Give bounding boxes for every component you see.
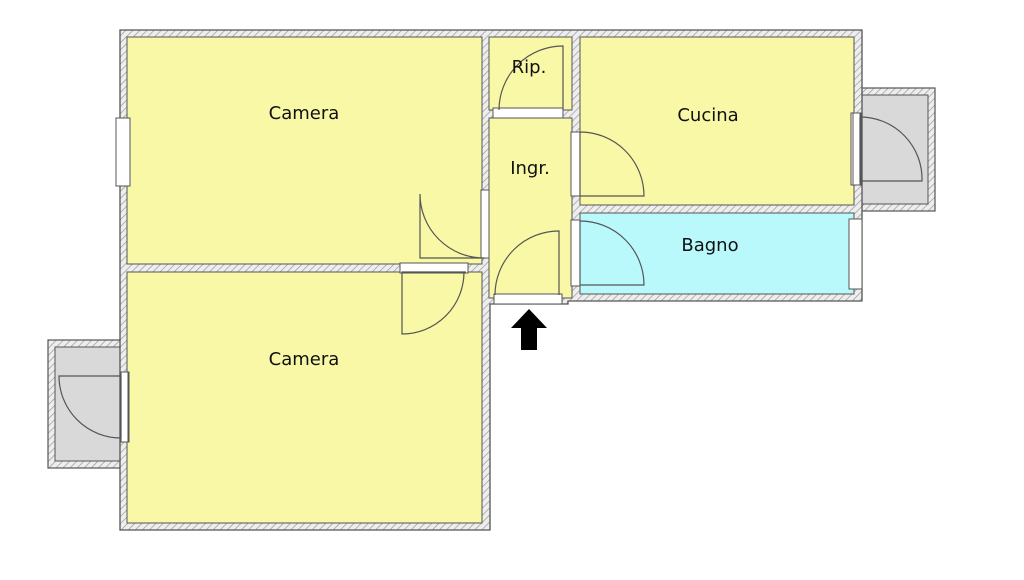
room-ingresso [488,117,573,299]
doors [58,45,923,439]
opening-cucina [570,131,581,197]
label-camera-top: Camera [269,103,340,124]
door-balcony-left [58,375,122,439]
balcony-right-floor [859,94,929,205]
label-ripostiglio: Rip. [512,57,547,78]
arrow-up-icon [511,309,547,350]
room-ripostiglio [488,36,573,111]
opening-bagno [570,219,581,287]
door-balcony-right [859,116,923,182]
door-camera-top [419,193,485,259]
opening-rip [492,107,564,119]
door-bagno [579,220,645,286]
window-camera-top [115,117,131,187]
opening-balcony-right [852,112,861,186]
room-labels: Camera Camera Rip. Ingr. Cucina Bagno [269,57,739,370]
label-cucina: Cucina [677,105,738,126]
windows [115,107,863,443]
room-camera-top [126,36,483,265]
opening-balcony-left [120,371,129,443]
door-camera-bottom [401,271,466,335]
room-cucina [579,36,855,206]
door-cucina [579,131,645,197]
window-bagno [848,218,863,290]
label-ingresso: Ingr. [510,158,550,179]
label-bagno: Bagno [681,235,738,256]
opening-camera-top [480,189,490,259]
opening-camera-bottom [399,262,469,274]
label-camera-bottom: Camera [269,349,340,370]
door-rip [498,45,564,111]
door-ingresso [494,230,560,296]
room-camera-bottom [126,271,483,524]
opening-entrance [493,293,563,305]
